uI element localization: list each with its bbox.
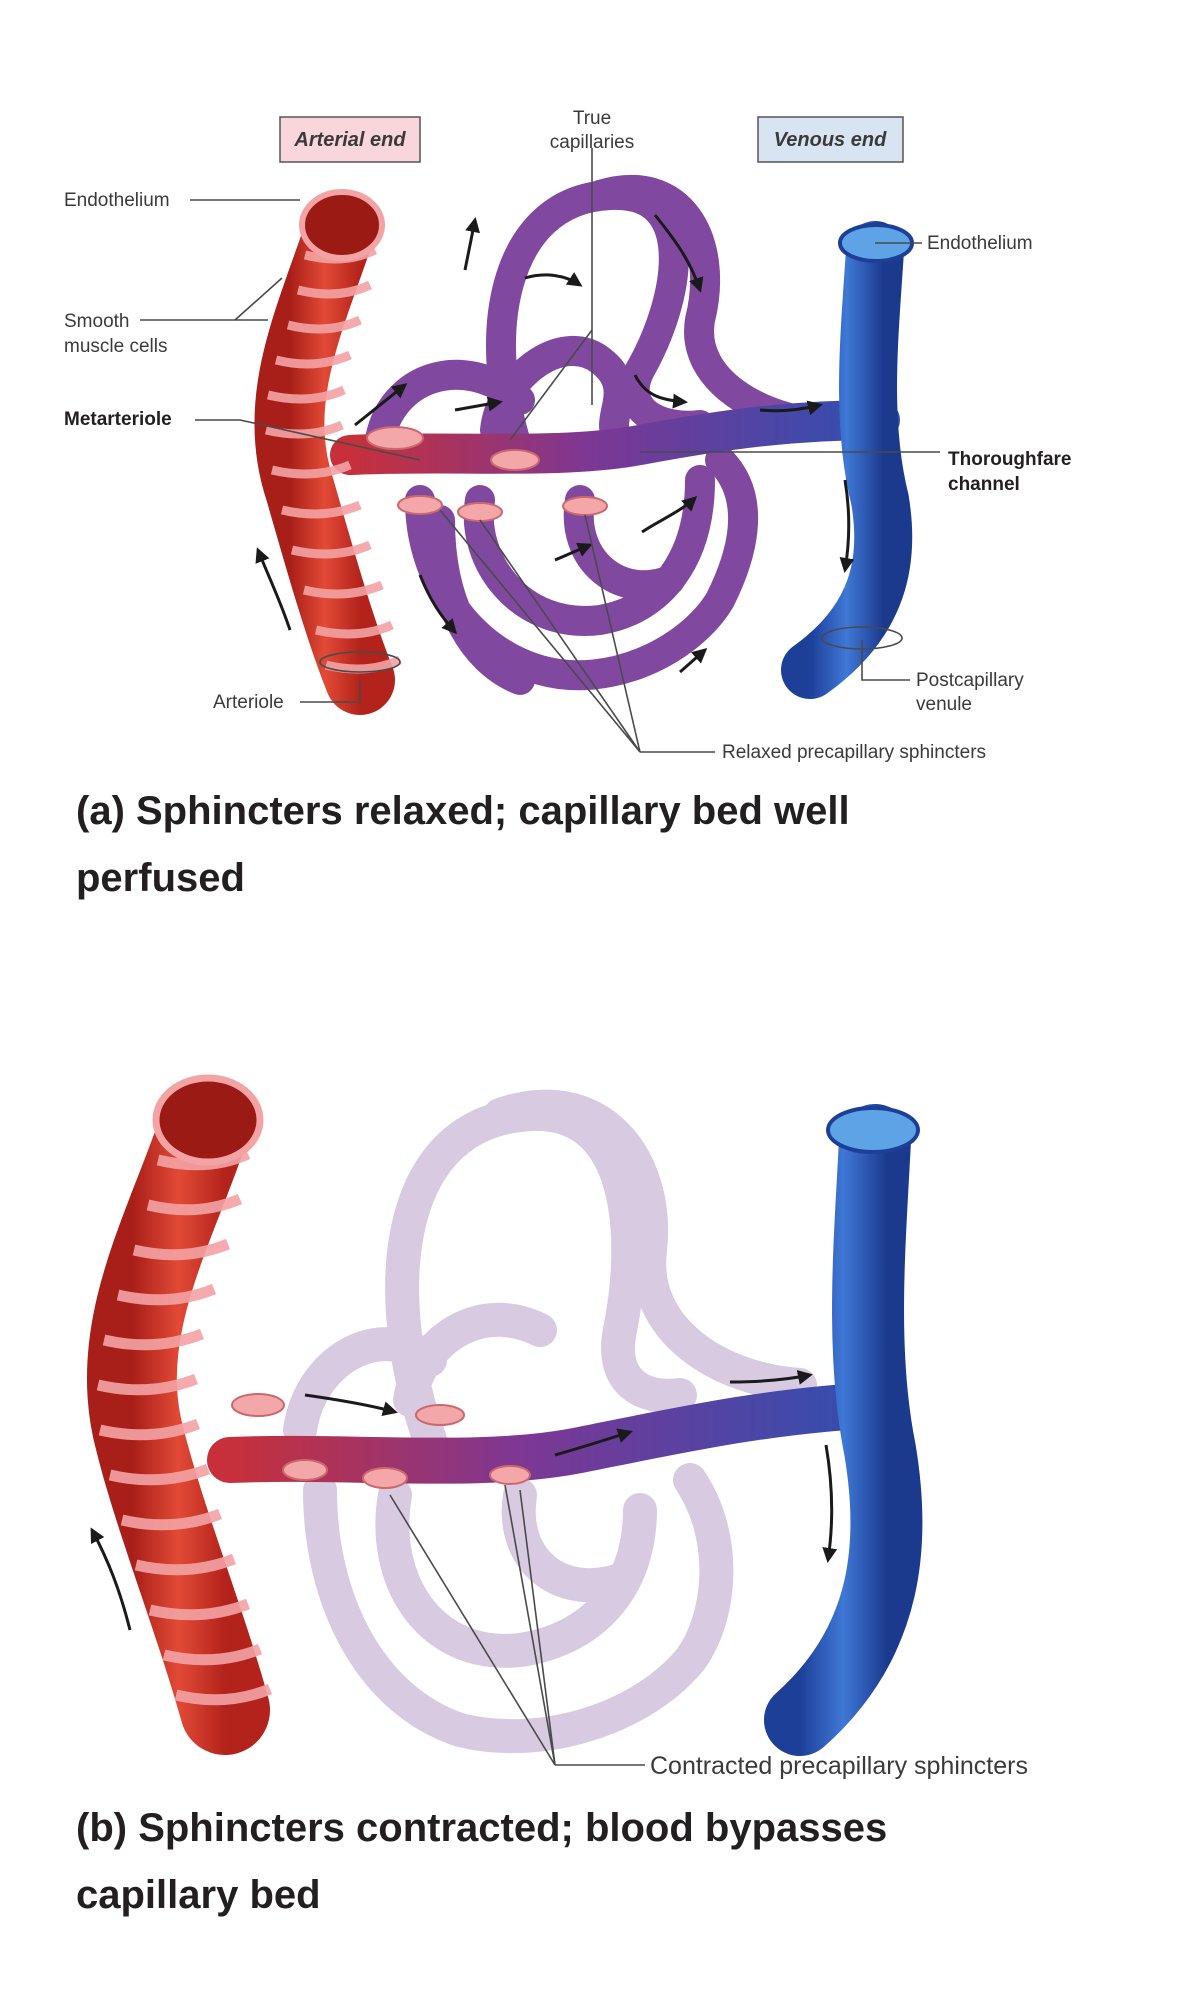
panel-b: Contracted precapillary sphincters	[86, 1074, 1028, 1780]
thoroughfare-channel-b	[207, 1382, 903, 1484]
arteriole-a	[254, 195, 395, 715]
postcapillary-label-2: venule	[916, 694, 972, 715]
postcapillary-label-1: Postcapillary	[916, 670, 1024, 691]
leader-lines-a	[140, 148, 940, 753]
caption-a-line-1: (a) Sphincters relaxed; capillary bed we…	[76, 789, 850, 833]
true-capillaries-label-2: capillaries	[550, 132, 634, 153]
true-capillaries-a	[365, 174, 845, 695]
true-capillaries-label-1: True	[573, 108, 611, 129]
venous-end-box	[757, 116, 904, 163]
caption-a: (a) Sphincters relaxed; capillary bed we…	[76, 778, 850, 912]
arteriole-label: Arteriole	[213, 692, 284, 713]
contracted-sphincters-label: Contracted precapillary sphincters	[650, 1752, 1028, 1780]
thoroughfare-label-1: Thoroughfare	[948, 449, 1072, 470]
arterial-end-box	[279, 116, 421, 163]
arteriole-opening-b	[152, 1074, 264, 1166]
true-capillaries-b	[283, 1089, 817, 1754]
caption-a-line-2: perfused	[76, 856, 245, 900]
smooth-muscle-label-2: muscle cells	[64, 336, 167, 357]
caption-b-line-1: (b) Sphincters contracted; blood bypasse…	[76, 1806, 888, 1850]
smooth-muscle-label-1: Smooth	[64, 311, 129, 332]
flow-arrows-b	[90, 1369, 838, 1631]
arteriole-opening-a	[299, 189, 385, 261]
precapillary-sphincters-a	[366, 426, 608, 522]
relaxed-sphincters-label: Relaxed precapillary sphincters	[722, 742, 986, 763]
endothelium-right-label: Endothelium	[927, 233, 1033, 254]
flow-arrows-a	[255, 214, 855, 674]
leader-lines-b	[389, 1484, 645, 1766]
postcapillary-venule-b	[764, 1104, 923, 1756]
arterial-end-label: Arterial end	[293, 129, 406, 151]
precapillary-sphincters-b	[231, 1393, 531, 1489]
venous-end-label: Venous end	[774, 129, 887, 151]
arteriole-ring-a	[319, 651, 401, 673]
venule-ring-a	[821, 626, 903, 650]
caption-b: (b) Sphincters contracted; blood bypasse…	[76, 1795, 887, 1929]
caption-b-line-2: capillary bed	[76, 1873, 321, 1917]
postcapillary-venule-a	[781, 221, 913, 699]
panel-a: Arterial end Venous end True capillaries…	[64, 108, 1072, 763]
metarteriole-label: Metarteriole	[64, 409, 172, 430]
endothelium-left-label: Endothelium	[64, 190, 170, 211]
venule-opening-b	[826, 1106, 920, 1154]
thoroughfare-label-2: channel	[948, 474, 1020, 495]
thoroughfare-channel-a	[330, 400, 900, 475]
smooth-muscle-bands-b	[96, 1148, 273, 1706]
smooth-muscle-bands-a	[264, 245, 402, 674]
